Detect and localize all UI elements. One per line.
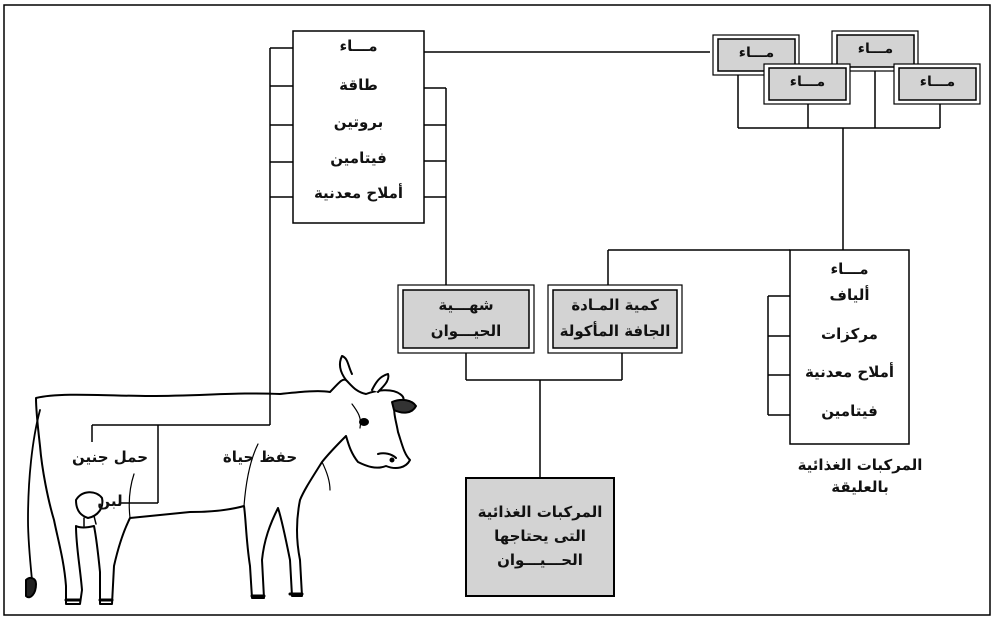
dry-matter-line2: الجافة المأكولة (559, 322, 671, 340)
top-list-item-minerals: أملاح معدنية (313, 184, 404, 202)
appetite-line2: الحيـــوان (430, 322, 502, 340)
water-box-3 (768, 67, 847, 101)
requirements-line2: التى يحتاجها (494, 527, 586, 545)
frame (3, 4, 991, 616)
feed-caption-line1: المركبات الغذائية (797, 456, 923, 474)
water-box-4 (898, 67, 977, 101)
requirements-line1: المركبات الغذائية (477, 503, 603, 521)
cow-label-pregnancy: حمل جنين (71, 448, 149, 466)
feed-list-item-water: مـــاء (830, 260, 869, 278)
top-list-item-vitamin: فيتامين (330, 149, 387, 167)
appetite-line1: شهـــية (438, 296, 494, 314)
feed-list-item-fiber: ألياف (829, 286, 870, 304)
dry-matter-box (552, 289, 678, 349)
water-box-2-label: مـــاء (857, 41, 894, 57)
appetite-box (402, 289, 530, 349)
connector-lines (91, 47, 941, 504)
feed-composition-box (789, 249, 910, 445)
requirements-box (465, 477, 615, 597)
top-list-item-water: مـــاء (339, 37, 378, 55)
cow-label-maintenance: حفظ حياة (222, 448, 298, 466)
feed-list-item-concentrates: مركزات (821, 325, 878, 343)
requirements-line3: الحـــيـــوان (497, 551, 583, 569)
water-box-2 (836, 34, 915, 68)
cow-illustration (25, 355, 417, 605)
boxes (292, 30, 981, 597)
top-list-item-protein: بروتين (333, 113, 384, 131)
water-box-3-label: مـــاء (789, 74, 826, 90)
dry-matter-line1: كمية المـادة (571, 296, 659, 314)
feed-list-item-vitamin: فيتامين (821, 402, 878, 420)
cow-label-milk: لبن (97, 492, 123, 510)
feed-caption-line2: بالعليقة (831, 478, 889, 496)
water-box-4-label: مـــاء (919, 74, 956, 90)
water-box-1-label: مـــاء (738, 45, 775, 61)
top-list-item-energy: طاقة (339, 76, 378, 94)
feed-list-item-minerals: أملاح معدنية (804, 363, 895, 381)
top-needs-box (292, 30, 425, 224)
